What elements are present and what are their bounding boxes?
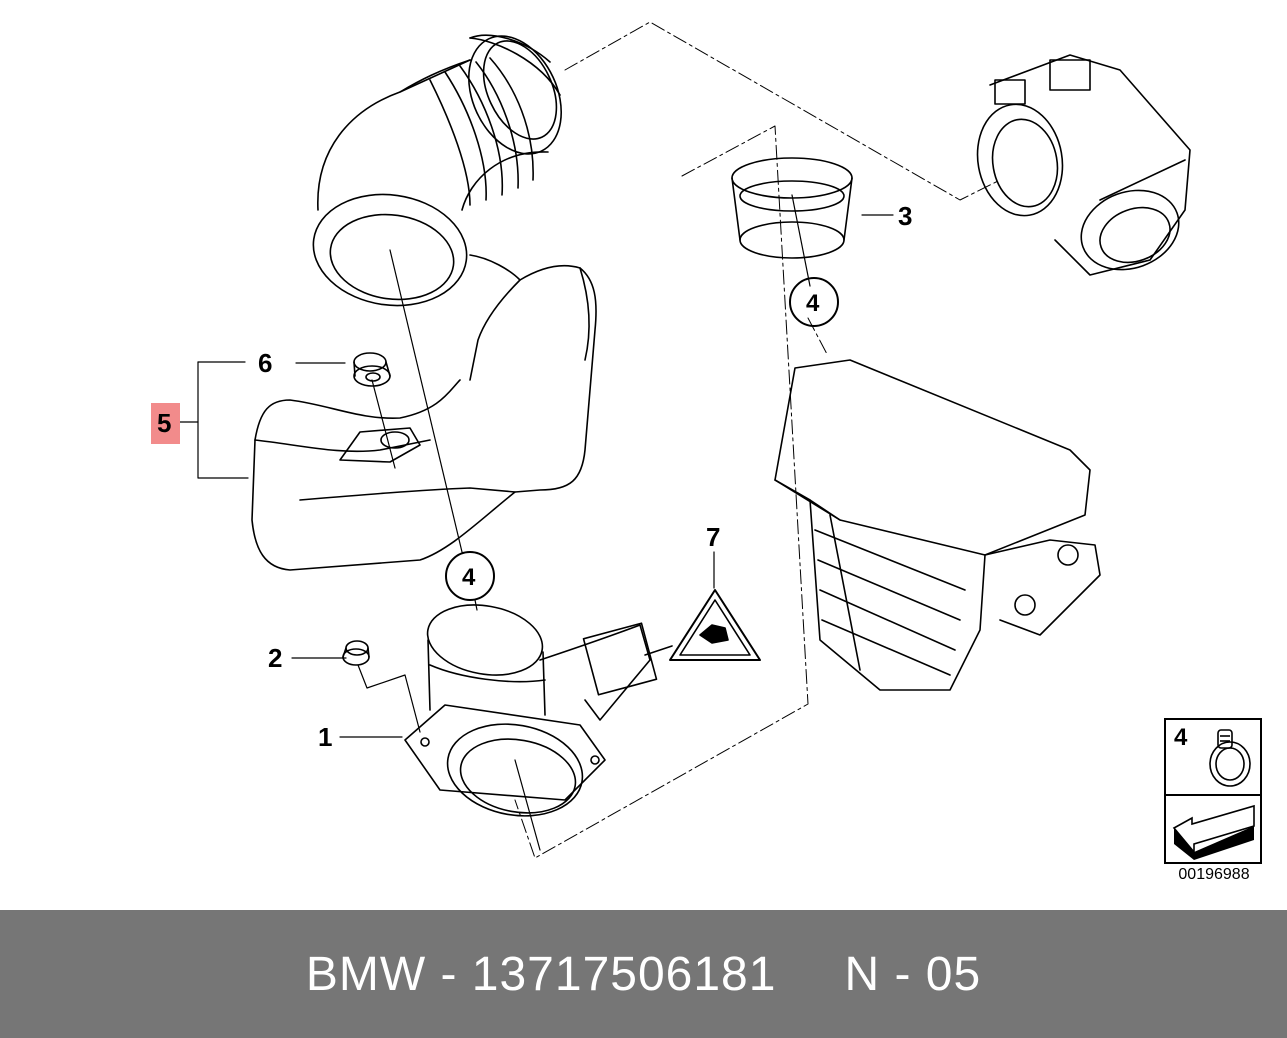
- grommet: [353, 352, 391, 387]
- warning-sticker: [669, 589, 761, 661]
- nut: [342, 640, 370, 666]
- callout-4-lower: 4: [462, 564, 476, 591]
- legend-box: 4: [1164, 718, 1262, 864]
- dashed-leaders: [514, 21, 1001, 859]
- leader-lines: [179, 194, 894, 851]
- position-label: N - 05: [844, 947, 982, 1001]
- resonator-duct: [251, 254, 597, 571]
- throttle-housing: [976, 54, 1191, 276]
- legend-divider: [1166, 794, 1260, 796]
- callout-7: 7: [706, 522, 720, 552]
- hose-clamp-icon: [1209, 729, 1251, 787]
- parts-diagram: 1 2 3 4 4 5 6 7: [151, 21, 1191, 859]
- callout-6: 6: [258, 348, 272, 378]
- intake-hose: [312, 34, 563, 307]
- callout-3: 3: [898, 201, 912, 231]
- legend-number: 4: [1174, 724, 1188, 751]
- air-cleaner-housing: [774, 359, 1101, 691]
- callout-2: 2: [268, 643, 282, 673]
- part-number-label: BMW - 13717506181: [305, 947, 777, 1001]
- callout-4-circle-lower: [445, 551, 495, 601]
- footer-bar: BMW - 13717506181 N - 05: [0, 910, 1287, 1038]
- callout-4-circle-middle: [789, 277, 839, 327]
- arrow-icon: [1172, 804, 1255, 860]
- diagram-id: 00196988: [1178, 866, 1250, 883]
- clamp-ring: [731, 157, 853, 259]
- callout-4-middle: 4: [806, 290, 820, 317]
- air-mass-meter: [404, 604, 673, 817]
- callout-1: 1: [318, 722, 332, 752]
- callout-5: 5: [157, 408, 171, 438]
- callout-5-highlight: [151, 403, 180, 444]
